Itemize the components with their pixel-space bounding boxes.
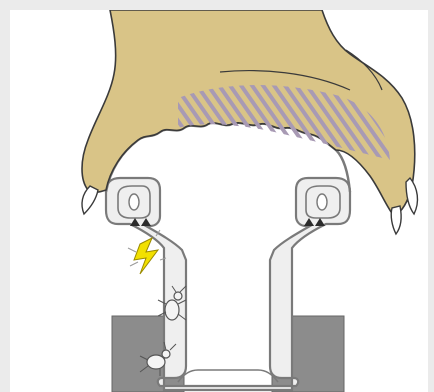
foot-detail — [178, 370, 278, 382]
talon-icon — [82, 186, 98, 214]
hole-left — [129, 194, 139, 210]
hole-right — [317, 194, 327, 210]
perch-illustration — [10, 10, 428, 392]
base-blocks — [112, 316, 344, 392]
illustration-canvas — [10, 10, 428, 392]
talon-icon — [391, 206, 401, 234]
talon-icon — [406, 178, 417, 214]
